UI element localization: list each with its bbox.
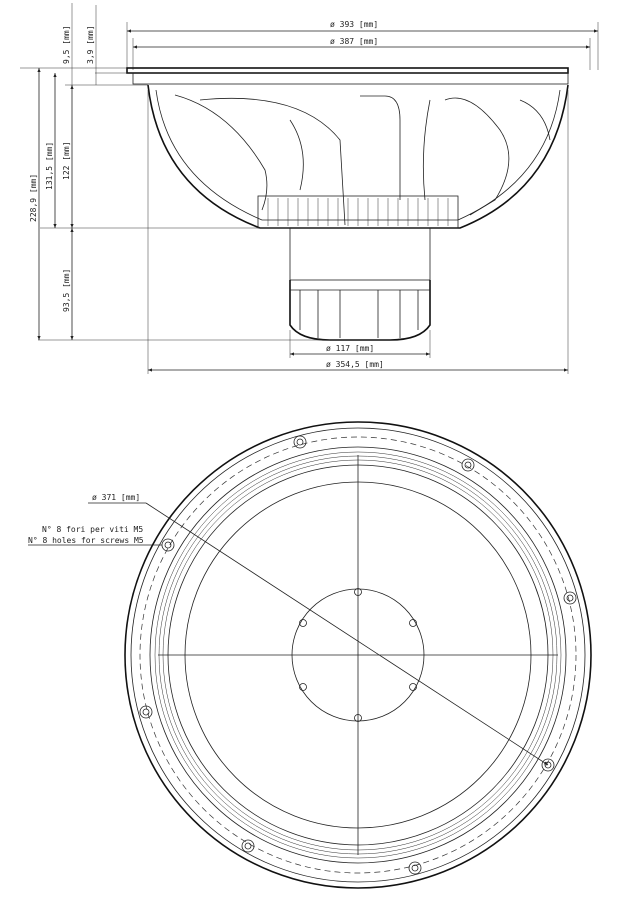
- screw-holes: [139, 435, 577, 875]
- dimension-bolt-circle: ø 371 [mm]: [88, 493, 549, 766]
- dimension-basket-depth: 131,5 [mm]: [45, 73, 57, 228]
- magnet-holes: [299, 588, 417, 722]
- dim-label: 228,9 [mm]: [29, 174, 38, 222]
- dim-label: ø 354,5 [mm]: [326, 360, 384, 369]
- cooling-fins: [257, 195, 459, 229]
- note-english: N° 8 holes for screws M5: [28, 536, 144, 545]
- outer-rim: [124, 421, 592, 889]
- side-view: ø 393 [mm] ø 387 [mm]: [20, 3, 599, 374]
- dimension-flange-step: 3,9 [mm]: [86, 5, 97, 85]
- dim-label: 9,5 [mm]: [62, 25, 71, 64]
- bolt-circle: [139, 436, 577, 874]
- dimension-flange-thickness: 9,5 [mm]: [62, 3, 73, 85]
- dimension-basket-diameter: ø 354,5 [mm]: [147, 90, 569, 374]
- dimension-magnet-diameter: ø 117 [mm]: [289, 330, 431, 358]
- dimension-outer-diameter: ø 393 [mm]: [126, 20, 599, 70]
- dimension-flange-diameter: ø 387 [mm]: [132, 37, 591, 70]
- dim-label: 93,5 [mm]: [62, 269, 71, 312]
- dim-label: ø 371 [mm]: [92, 493, 140, 502]
- screw-holes-note: N° 8 fori per viti M5 N° 8 holes for scr…: [28, 525, 162, 546]
- note-italian: N° 8 fori per viti M5: [42, 525, 143, 534]
- front-view: ø 371 [mm] N° 8 fori per viti M5 N° 8 ho…: [28, 421, 592, 889]
- dimension-total-depth: 228,9 [mm]: [29, 68, 41, 340]
- speaker-flange: [20, 67, 569, 86]
- dim-label: 122 [mm]: [62, 141, 71, 180]
- speaker-magnet: [38, 227, 431, 341]
- dimension-basket-inner-depth: 122 [mm]: [62, 85, 74, 228]
- dim-label: ø 117 [mm]: [326, 344, 374, 353]
- dim-label: ø 387 [mm]: [330, 37, 378, 46]
- speaker-basket: [40, 84, 569, 229]
- dimension-magnet-depth: 93,5 [mm]: [62, 228, 74, 340]
- dim-label: 3,9 [mm]: [86, 25, 95, 64]
- dim-label: ø 393 [mm]: [330, 20, 378, 29]
- dim-label: 131,5 [mm]: [45, 142, 54, 190]
